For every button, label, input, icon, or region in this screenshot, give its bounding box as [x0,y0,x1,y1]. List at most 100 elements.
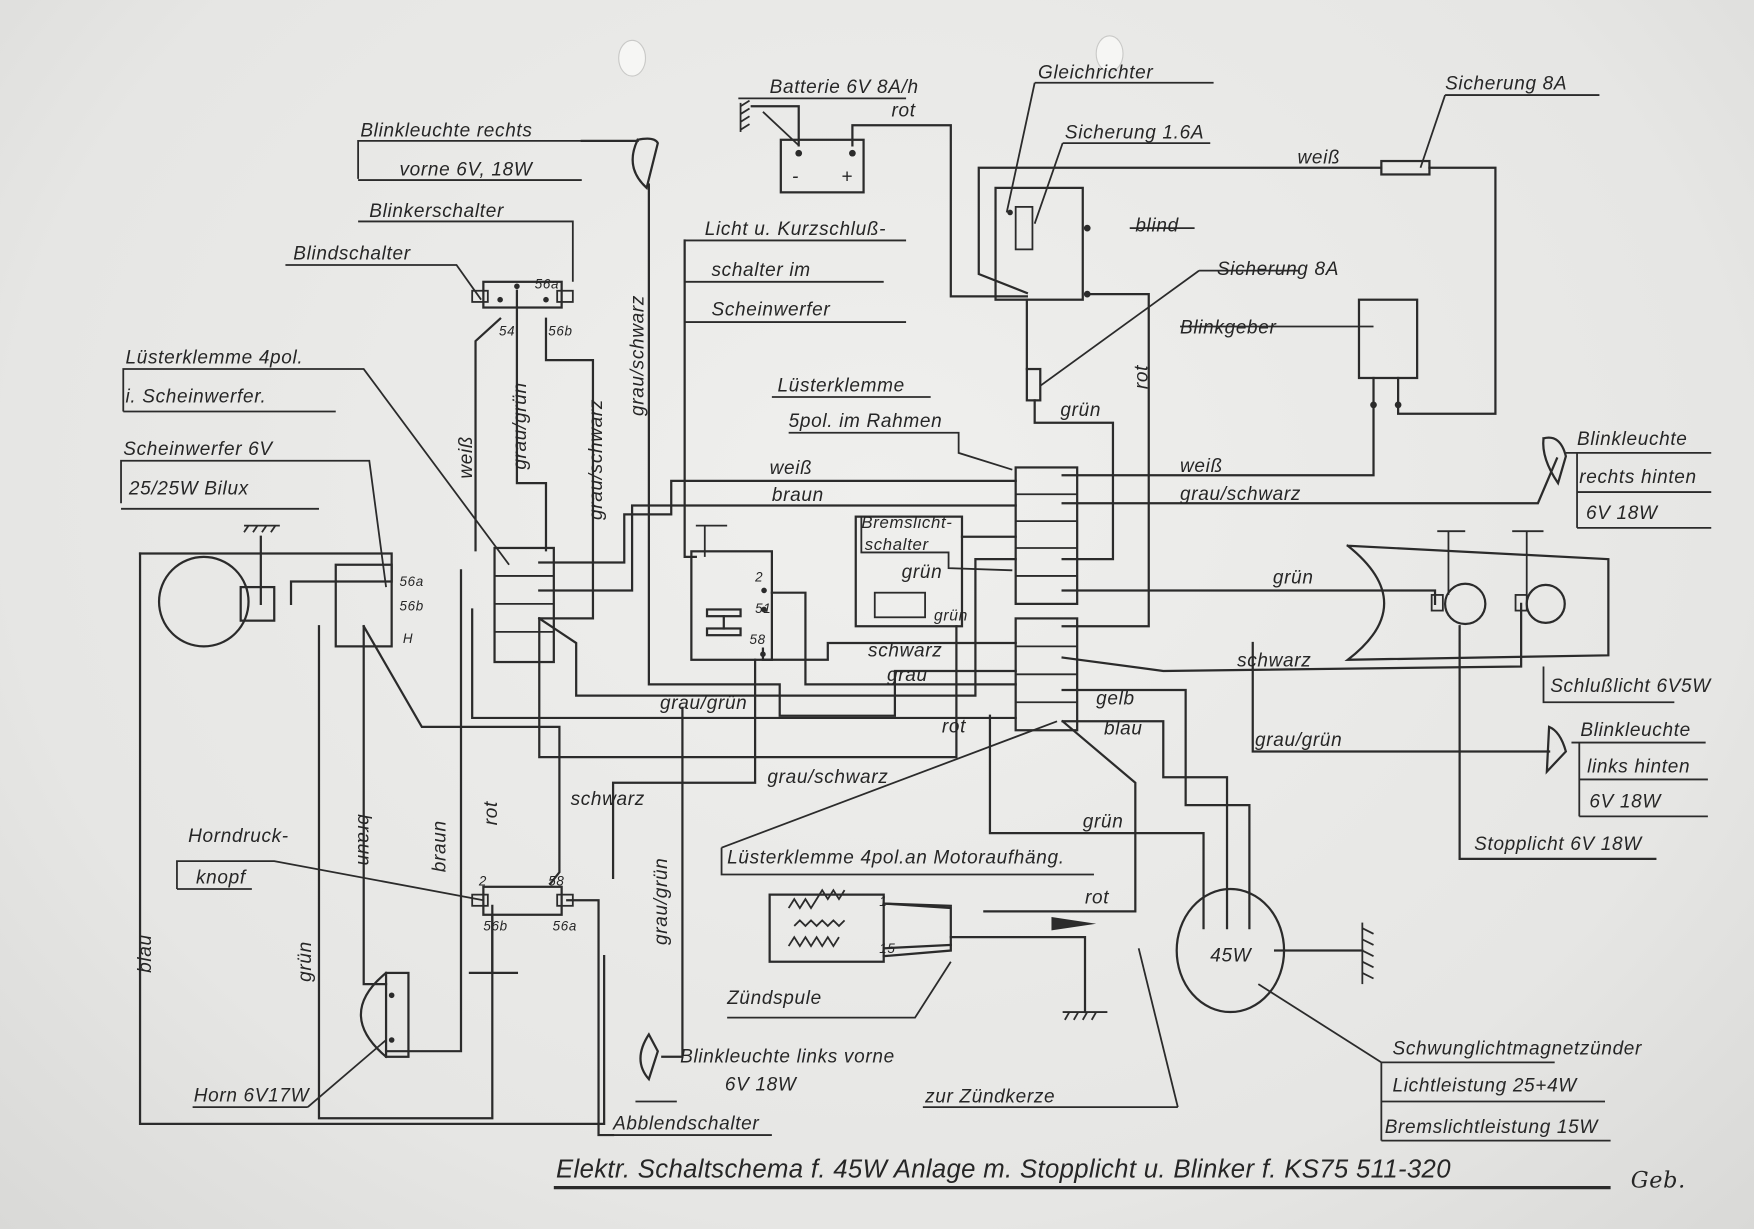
wire-label: grün [902,562,943,583]
wire-label: rot [481,801,502,825]
ground-icon [243,524,280,533]
wire-label: rot [1085,888,1109,909]
spark-plug-label: zur Zündkerze [924,1087,1055,1108]
magneto-brake-power: Bremslichtleistung 15W [1385,1117,1600,1138]
wire-label: grau/schwarz [627,295,648,416]
wire-label: grau/grün [651,858,672,945]
blinker-front-left-spec: 6V 18W [725,1074,798,1095]
wire-blau-left [138,552,606,1125]
flasher-unit-label: Blinkgeber [1180,317,1277,338]
wire-label: schwarz [1237,651,1311,672]
pin-label: H [403,631,413,646]
component-labels: Blinkleuchte rechts vorne 6V, 18W Blinke… [123,62,1712,1138]
blinker-rear-right-label: Blinkleuchte [1577,429,1688,450]
blinker-rear-left-icon [1545,725,1568,775]
rectifier-box [994,186,1084,301]
pin-label: 2 [478,874,487,889]
light-switch-label: Licht u. Kurzschluß- [705,219,886,240]
blinker-rear-right-spec: 6V 18W [1586,503,1659,524]
dimmer-switch-label: Abblendschalter [612,1113,759,1134]
blinker-rear-left-label2: links hinten [1587,757,1690,778]
wire-label: grau/schwarz [1180,484,1301,505]
terminal-dot [1083,224,1091,232]
battery-label: Batterie 6V 8A/h [770,77,919,98]
stop-light-bulb-icon [1443,582,1487,626]
wire-blau [1061,720,1229,930]
fuse-8a-top-label: Sicherung 8A [1445,73,1567,94]
flasher-unit-box [1357,298,1419,380]
wire-headlight-56 [289,580,337,605]
tail-light-label: Schlußlicht 6V5W [1550,676,1712,697]
terminal-block-5pol-frame [1014,466,1079,732]
blind-label: blind [1135,215,1179,236]
wire-battery-ground [750,105,800,147]
wire-label: rot [892,100,916,121]
wire-label: gelb [1096,689,1135,710]
pin-label: 56b [399,599,423,614]
pin-label: 2 [754,570,763,585]
wire-abblend [566,899,615,1137]
terminal-5pol-label2: 5pol. im Rahmen [789,411,943,432]
wire-gruen-rear [1061,589,1437,605]
fuse-1-6-label: Sicherung 1.6A [1065,123,1204,144]
horn-button-label: Horndruck- [188,826,289,847]
terminal-dot [849,149,856,157]
wire-grau-center [770,591,1017,686]
horn [359,971,410,1059]
terminal-4pol-headlight-label2: i. Scheinwerfer. [126,387,267,408]
pin-label: 1 [879,894,887,909]
punch-hole [618,39,647,77]
wire-coil-15 [882,943,952,950]
wire-label: weiß [770,458,813,479]
terminal-dot [1083,290,1091,298]
wire-rot-vertical [1061,292,1150,628]
wires [138,105,1657,1137]
wire-stop [1458,625,1657,860]
blinker-front-right-label: Blinkleuchte rechts [360,120,532,141]
fuse-8a-top-icon [1380,159,1431,176]
terminal-dot [1394,401,1402,409]
headlight-label: Scheinwerfer 6V [123,439,274,460]
light-switch-label3: Scheinwerfer [711,299,830,320]
battery-box [779,138,865,194]
wire-label: blau [1104,719,1143,740]
wire-grau-gruen-vertical-low [661,706,684,1058]
wire-coil-ground [949,936,1087,1014]
wire-label: grün [934,608,968,625]
wire-gruen-horn [317,625,494,1120]
headlight [157,524,393,648]
terminal-4pol-headlight-label: Lüsterklemme 4pol. [126,347,304,368]
signature: Geb. [1631,1168,1686,1194]
ground-icon [739,99,750,132]
brake-switch-contact [873,591,926,619]
headlight-bulb-icon [157,555,250,648]
pin-label: 58 [548,874,564,889]
magneto-label: Schwunglichtmagnetzünder [1393,1039,1643,1060]
wire-braun-left [362,624,561,886]
blind-switch-label: Blindschalter [293,243,411,264]
pin-label: 56a [553,918,577,933]
wire-grau-gruen-center [537,558,1017,697]
pin-label: 56a [399,574,423,589]
wire-label: rot [942,716,966,737]
brake-switch-label: Bremslicht- [861,513,952,532]
wire-weiss-right [1061,376,1375,477]
wire-label: grau [887,665,928,686]
ground-icon [1062,1011,1108,1021]
blinker-front-left-label: Blinkleuchte links vorne [680,1046,895,1067]
wire-gelb [1061,688,1251,930]
wire-grau-schwarz-low [538,617,958,759]
brake-switch-label2: schalter [865,535,930,554]
pin-label: 58 [750,632,766,647]
label-leaders [120,81,1712,1142]
magneto-inner-label: 45W [1210,946,1252,967]
wire-label: schwarz [868,640,942,661]
punch-hole [1095,35,1124,73]
horn-label: Horn 6V17W [194,1086,311,1107]
blinker-rear-left-spec: 6V 18W [1589,791,1662,812]
wire-weiss-top [977,166,1383,295]
wire-schwarz-rear [1061,602,1523,673]
blinker-rear-right-icon [1542,436,1568,486]
blinker-rear-left-label: Blinkleuchte [1580,720,1691,741]
